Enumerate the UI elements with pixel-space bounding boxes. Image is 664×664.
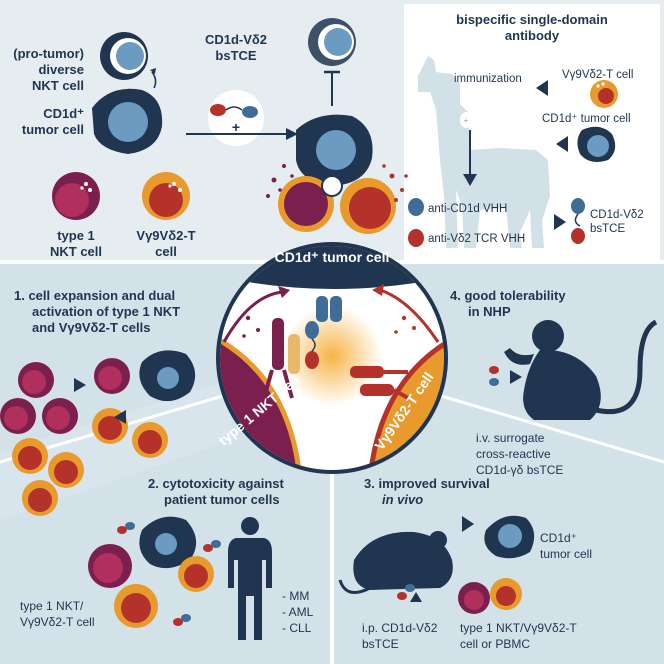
section3-title-2: in vivo xyxy=(382,492,423,507)
section2-cells-label-2: Vγ9Vδ2-T cell xyxy=(20,615,94,629)
cd1d-tumor-label-2: tumor cell xyxy=(22,122,84,137)
pro-tumor-label-2: diverse xyxy=(38,62,84,77)
s3-ip-label-1: i.p. CD1d-Vδ2 xyxy=(362,621,438,635)
anti-vd2-label: anti-Vδ2 TCR VHH xyxy=(428,233,525,245)
vg9-label-1: Vγ9Vδ2-T xyxy=(136,228,195,243)
type1-label-2: NKT cell xyxy=(50,244,102,259)
s3-tumor-label-1: CD1d⁺ xyxy=(540,531,577,545)
result-label-2: bsTCE xyxy=(590,223,625,235)
vg9-label-2: cell xyxy=(155,244,177,259)
section4-title-2: in NHP xyxy=(468,304,511,319)
bstce-label-1: CD1d-Vδ2 xyxy=(205,32,267,47)
section1-title-2: activation of type 1 NKT xyxy=(32,304,180,319)
section4-iv-label-2: cross-reactive xyxy=(476,447,551,461)
vg9-cell-label: Vγ9Vδ2-T cell xyxy=(562,69,633,81)
svg-text:+: + xyxy=(464,116,469,125)
tumor-debris-icon xyxy=(139,350,196,402)
plus-sign: + xyxy=(232,119,240,135)
pointer-icon xyxy=(556,136,568,152)
s3-pbmc-label-2: cell or PBMC xyxy=(460,637,530,651)
human-figure-icon xyxy=(228,517,272,640)
pointer-icon xyxy=(554,214,566,230)
cd1d-tumor-label-1: CD1d⁺ xyxy=(43,106,84,121)
disease-cll: - CLL xyxy=(282,621,312,635)
anti-cd1d-vhh-icon xyxy=(408,198,424,216)
monkey-icon xyxy=(504,319,658,420)
immunization-label: immunization xyxy=(454,73,522,85)
pro-tumor-label-1: (pro-tumor) xyxy=(13,46,84,61)
center-tumor-label: CD1d⁺ tumor cell xyxy=(275,249,390,265)
anti-cd1d-label: anti-CD1d VHH xyxy=(428,203,507,215)
section3-title-1: 3. improved survival xyxy=(364,476,490,491)
bstce-circle xyxy=(208,90,264,146)
antibody-title-1: bispecific single-domain xyxy=(456,12,608,27)
section4-title-1: 4. good tolerability xyxy=(450,288,566,303)
expanded-cells-group xyxy=(0,358,168,516)
pointer-icon xyxy=(536,80,548,96)
s3-tumor-label-2: tumor cell xyxy=(540,547,592,561)
anti-vd2-vhh-icon xyxy=(408,229,424,247)
bstce-icon xyxy=(571,198,585,244)
s3-ip-label-2: bsTCE xyxy=(362,637,399,651)
section2-title-2: patient tumor cells xyxy=(164,492,280,507)
type1-label-1: type 1 xyxy=(57,228,95,243)
disease-mm: - MM xyxy=(282,589,309,603)
section1-title-3: and Vγ9Vδ2-T cells xyxy=(32,320,150,335)
section1-title-1: 1. cell expansion and dual xyxy=(14,288,175,303)
central-mechanism-circle: CD1d⁺ tumor cell type 1 NKT cell Vγ9Vδ2-… xyxy=(215,242,448,474)
s3-pbmc-label-1: type 1 NKT/Vγ9Vδ2-T xyxy=(460,621,577,635)
section2-cells-label-1: type 1 NKT/ xyxy=(20,599,84,613)
llama-icon xyxy=(418,56,550,248)
bstce-label-2: bsTCE xyxy=(215,48,257,63)
result-label-1: CD1d-Vδ2 xyxy=(590,209,644,221)
cd1d-tumor-label: CD1d⁺ tumor cell xyxy=(542,113,631,125)
section4-iv-label-3: CD1d-γδ bsTCE xyxy=(476,463,563,477)
pro-tumor-label-3: NKT cell xyxy=(32,78,84,93)
section2-title-1: 2. cytotoxicity against xyxy=(148,476,284,491)
disease-aml: - AML xyxy=(282,605,314,619)
section4-iv-label-1: i.v. surrogate xyxy=(476,431,545,445)
cytotoxicity-cells-group xyxy=(88,516,221,628)
antibody-title-2: antibody xyxy=(505,28,560,43)
